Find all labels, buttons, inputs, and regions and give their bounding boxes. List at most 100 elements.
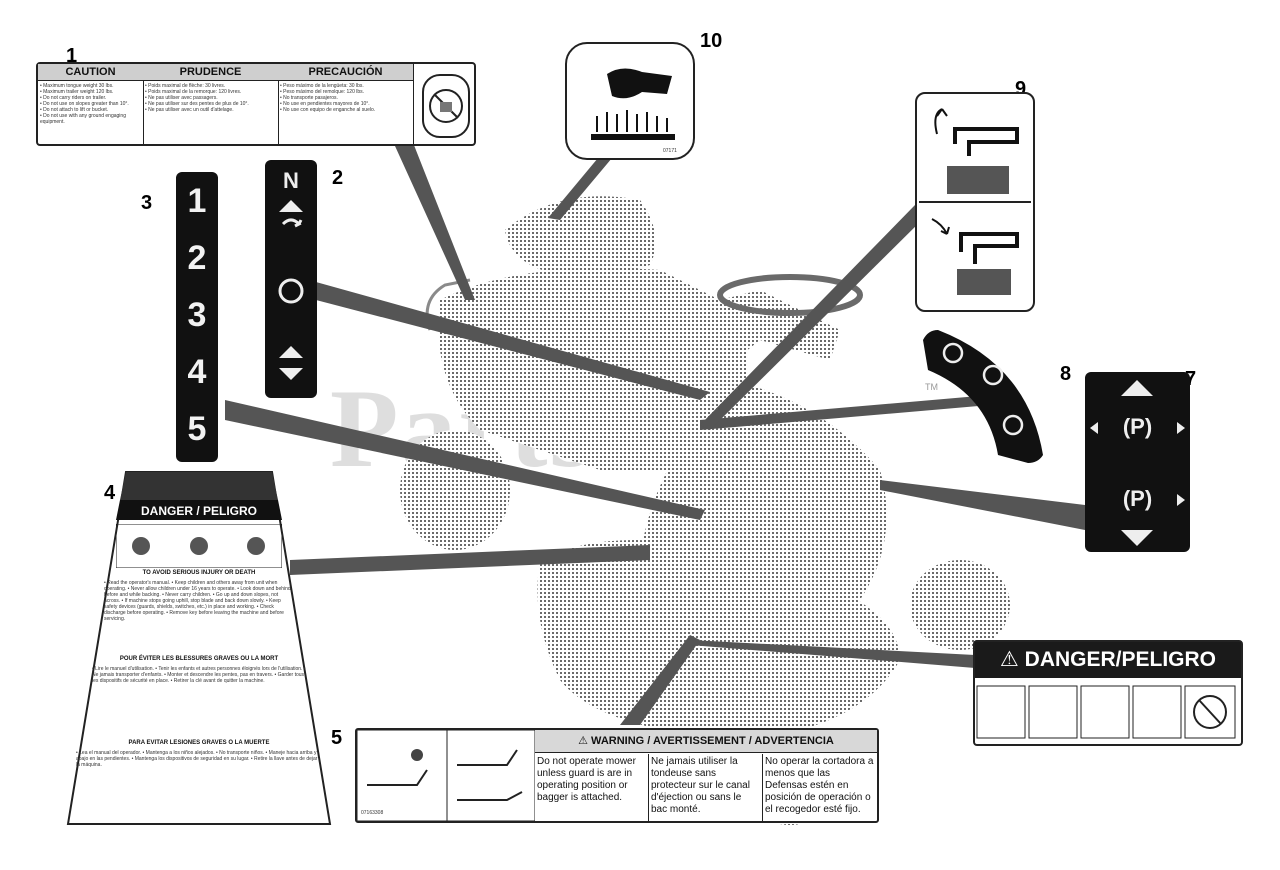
- chevron-up-icon: [279, 346, 303, 358]
- deck-shape: [537, 540, 900, 740]
- decal-1-col-en: CAUTION • Maximum tongue weight 30 lbs.•…: [38, 64, 144, 144]
- parking-label-top: (P): [1122, 414, 1153, 439]
- handle-down-icon: [959, 232, 1019, 264]
- decal-5-part-no: 07163308: [361, 810, 384, 816]
- parking-label-bottom: (P): [1122, 486, 1153, 511]
- warning-text-en: Do not operate mower unless guard is are…: [535, 754, 649, 821]
- danger-heading-es: PARA EVITAR LESIONES GRAVES O LA MUERTE: [128, 740, 270, 746]
- caution-header: CAUTION: [38, 64, 143, 81]
- trademark: TM: [925, 382, 938, 392]
- decal-6-danger: ⚠ DANGER/PELIGRO: [973, 640, 1243, 746]
- warning-triangle-icon: ⚠: [578, 735, 592, 747]
- decal-10-part-no: 07171: [663, 148, 677, 154]
- callout-4: 4: [104, 482, 116, 504]
- decal-2-icons: [278, 200, 304, 380]
- leader-4: [290, 545, 650, 575]
- speed-1: 1: [187, 182, 207, 220]
- danger-body-fr: • Lire le manuel d'utilisation. • Tenir …: [92, 666, 306, 684]
- callout-3: 3: [141, 192, 153, 214]
- arrow-down-icon: [1121, 530, 1153, 546]
- decal-7-parking-brake: (P) (P): [1085, 372, 1190, 552]
- engine-icon: [278, 278, 304, 304]
- front-wheel-right: [910, 560, 1010, 650]
- prudence-header: PRUDENCE: [143, 64, 278, 81]
- decal-9-icons: [919, 108, 1031, 295]
- leader-9: [700, 205, 930, 430]
- danger-pictograms: [115, 523, 283, 569]
- chevron-down-icon: [279, 368, 303, 380]
- warning-triangle-icon: ⚠: [999, 648, 1019, 671]
- person-icon: [411, 749, 423, 761]
- danger-body-es: • Lea el manual del operador. • Mantenga…: [76, 750, 318, 768]
- arrow-right-icon: [1177, 422, 1185, 434]
- steering-wheel-shape: [717, 274, 863, 316]
- no-operation-icon: [1193, 695, 1227, 729]
- chute-open-icon: [457, 791, 523, 801]
- leader-1: [390, 135, 475, 300]
- speed-5: 5: [187, 410, 207, 448]
- decal-10-hot-surface: 07171: [565, 42, 695, 160]
- arrow-up-icon: [1121, 380, 1153, 396]
- leader-7: [880, 480, 1085, 530]
- warning-text-es: No operar la cortadora a menos que las D…: [765, 756, 874, 815]
- callout-10: 10: [700, 30, 723, 52]
- leader-3: [225, 400, 705, 520]
- callout-2: 2: [332, 167, 344, 189]
- decal-6-pictograms: [976, 685, 1236, 739]
- leader-8: [700, 395, 990, 430]
- leader-5: [620, 635, 700, 725]
- danger-body-en: • Read the operator's manual. • Keep chi…: [104, 580, 291, 622]
- decal-4-danger: DANGER / PELIGRO TO AVOID SERIOUS INJURY…: [66, 470, 332, 826]
- decal-5-pictograms: [357, 730, 535, 821]
- precaucion-header: PRECAUCIÓN: [278, 64, 413, 81]
- lever-down-icon: [931, 218, 950, 235]
- caution-text-en: • Maximum tongue weight 30 lbs.• Maximum…: [40, 83, 129, 125]
- danger-banner: DANGER / PELIGRO: [140, 504, 257, 518]
- warning-text-fr: Ne jamais utiliser la tondeuse sans prot…: [649, 754, 763, 821]
- caution-text-es: • Peso máximo de la lengüeta: 30 lbs.• P…: [280, 83, 376, 113]
- choke-icon: [942, 342, 964, 364]
- leader-2: [316, 282, 710, 400]
- lever-up-icon: [934, 108, 948, 135]
- speed-4: 4: [187, 353, 207, 391]
- handle-up-icon: [953, 127, 1019, 156]
- arrow-left-icon: [1090, 422, 1098, 434]
- neutral-letter: N: [283, 168, 299, 193]
- chute-closed-icon: [457, 749, 518, 766]
- decal-8-throttle: [923, 330, 1043, 463]
- tractor-icon-bottom: [957, 269, 1011, 295]
- decal-1-caution: CAUTION • Maximum tongue weight 30 lbs.•…: [36, 62, 476, 146]
- callout-1: 1: [66, 45, 78, 67]
- no-rider-prohibition-icon: [422, 74, 470, 138]
- decal-7-arrows: [1090, 380, 1185, 546]
- warning-banner: ⚠ WARNING / AVERTISSEMENT / ADVERTENCIA: [535, 730, 877, 753]
- callout-5: 5: [331, 727, 343, 749]
- danger-peligro-text: DANGER/PELIGRO: [1024, 648, 1217, 671]
- speed-3: 3: [187, 296, 207, 334]
- fast-icon: [982, 364, 1004, 386]
- caution-text-fr: • Poids maximal de flèche: 30 livres.• P…: [145, 83, 249, 113]
- speed-2: 2: [187, 239, 207, 277]
- callout-7: 7: [1185, 368, 1197, 390]
- slow-icon: [1002, 414, 1024, 436]
- danger-peligro-banner: ⚠ DANGER/PELIGRO: [975, 642, 1241, 678]
- tractor-icon-top: [947, 166, 1009, 194]
- danger-heading-fr: POUR ÉVITER LES BLESSURES GRAVES OU LA M…: [119, 656, 279, 662]
- decal-3-speed-positions: 1 2 3 4 5: [176, 172, 218, 462]
- decal-1-col-es: PRECAUCIÓN • Peso máximo de la lengüeta:…: [278, 64, 414, 144]
- danger-heading-en: TO AVOID SERIOUS INJURY OR DEATH: [142, 570, 256, 576]
- arrow-up-icon: [279, 200, 303, 212]
- callout-9: 9: [1015, 78, 1027, 100]
- hot-surface-icon: [591, 68, 675, 140]
- decal-9-attachment: [915, 92, 1035, 312]
- callout-8: 8: [1060, 363, 1072, 385]
- decal-1-col-fr: PRUDENCE • Poids maximal de flèche: 30 l…: [143, 64, 279, 144]
- decal-5-warning: 07163308 ⚠ WARNING / AVERTISSEMENT / ADV…: [355, 728, 879, 823]
- arrow-right-lower-icon: [1177, 494, 1185, 506]
- decal-2-control: N: [265, 160, 317, 398]
- seat-shape: [505, 196, 656, 280]
- leader-6: [690, 640, 975, 668]
- rotate-icon: [281, 218, 303, 228]
- leader-10: [548, 158, 612, 220]
